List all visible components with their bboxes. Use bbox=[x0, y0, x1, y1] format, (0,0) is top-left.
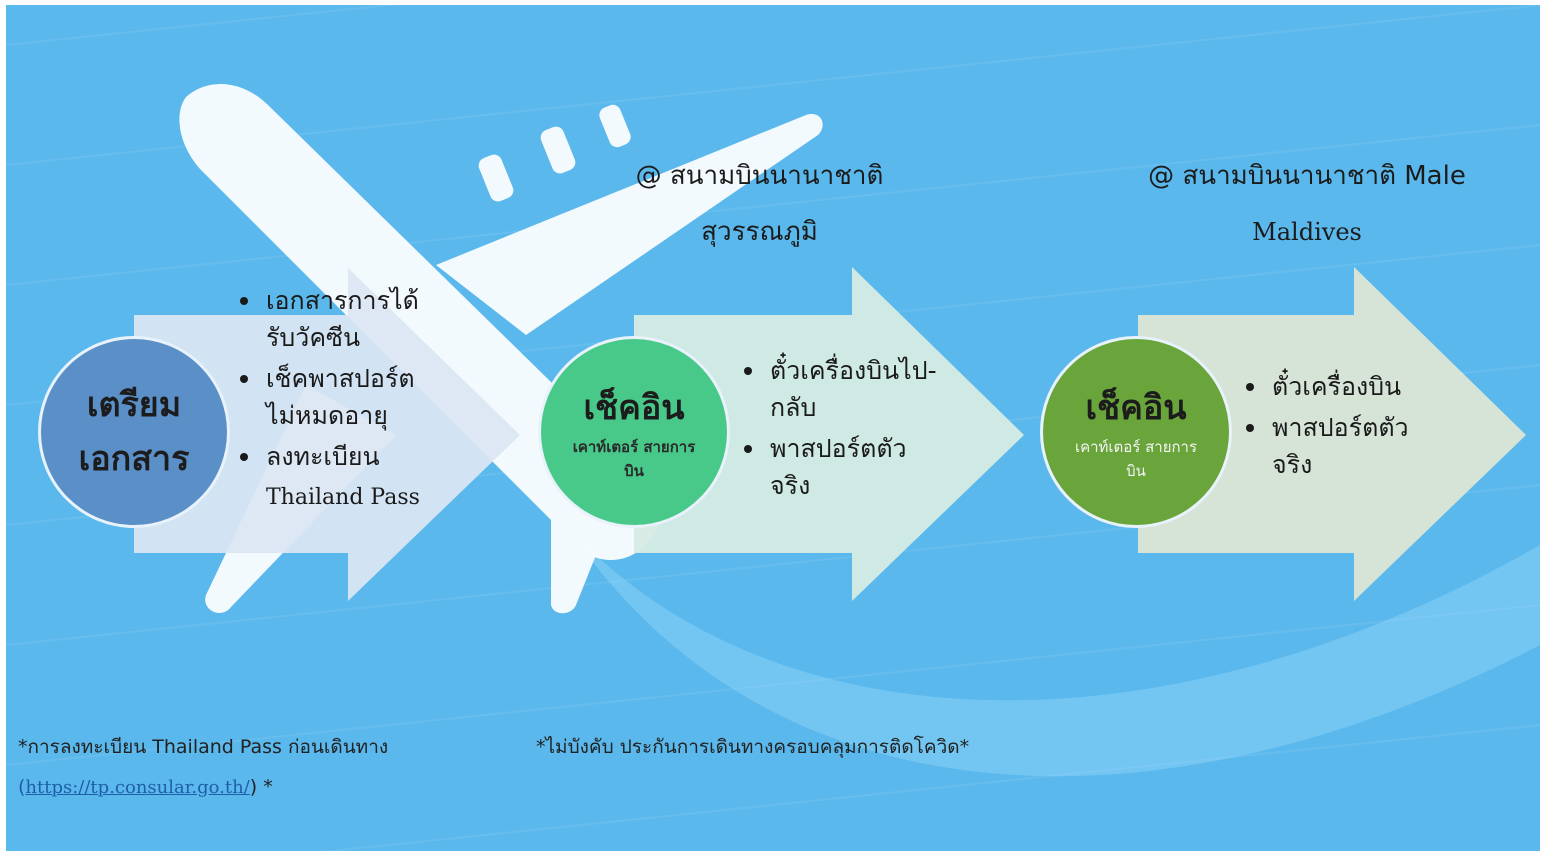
step1-bullet-list: เอกสารการได้รับวัคซีน เช็คพาสปอร์ตไม่หมด… bbox=[236, 282, 436, 520]
heading-bkk-airport: @ สนามบินนานาชาติ สุวรรณภูมิ bbox=[582, 148, 937, 260]
heading-male-line2: Maldives bbox=[1252, 218, 1362, 246]
step1-title-line1: เตรียม bbox=[86, 385, 182, 425]
step3-bullet-ticket: ตั๋วเครื่องบิน bbox=[1242, 368, 1442, 405]
step3-bullet-passport: พาสปอร์ตตัวจริง bbox=[1242, 409, 1442, 483]
heading-male-airport: @ สนามบินนานาชาติ Male Maldives bbox=[1112, 148, 1502, 260]
note-thailand-pass-text: *การลงทะเบียน Thailand Pass ก่อนเดินทาง bbox=[18, 736, 389, 758]
step-circle-checkin-male: เช็คอิน เคาท์เตอร์ สายการบิน bbox=[1040, 336, 1232, 528]
step-arrow-1 bbox=[134, 268, 520, 601]
bullet-dot-icon bbox=[1246, 383, 1254, 391]
step2-subtitle: เคาท์เตอร์ สายการบิน bbox=[572, 438, 696, 480]
step1-title-line2: เอกสาร bbox=[78, 439, 190, 479]
step2-title: เช็คอิน bbox=[583, 388, 685, 428]
bullet-dot-icon bbox=[1246, 424, 1254, 432]
background-art bbox=[6, 5, 1540, 851]
step3-title: เช็คอิน bbox=[1085, 388, 1187, 428]
step1-bullet-vaccine: เอกสารการได้รับวัคซีน bbox=[236, 282, 436, 356]
note-insurance: *ไม่บังคับ ประกันการเดินทางครอบคลุมการติ… bbox=[536, 736, 970, 758]
bullet-dot-icon bbox=[744, 445, 752, 453]
bullet-dot-icon bbox=[240, 297, 248, 305]
note-thailand-pass-link-line: (https://tp.consular.go.th/) * bbox=[18, 776, 273, 798]
slide-background bbox=[6, 5, 1540, 851]
heading-male-line1: @ สนามบินนานาชาติ Male bbox=[1148, 161, 1466, 191]
step-circle-prepare-documents: เตรียม เอกสาร bbox=[38, 336, 230, 528]
heading-bkk-line2: สุวรรณภูมิ bbox=[701, 217, 818, 247]
bullet-dot-icon bbox=[240, 375, 248, 383]
step3-subtitle: เคาท์เตอร์ สายการบิน bbox=[1074, 438, 1198, 480]
heading-bkk-line1: @ สนามบินนานาชาติ bbox=[635, 161, 884, 191]
step2-bullet-ticket: ตั๋วเครื่องบินไป-กลับ bbox=[740, 352, 940, 426]
bullet-dot-icon bbox=[744, 367, 752, 375]
note-thailand-pass: *การลงทะเบียน Thailand Pass ก่อนเดินทาง … bbox=[18, 727, 488, 808]
step-circle-checkin-bkk: เช็คอิน เคาท์เตอร์ สายการบิน bbox=[538, 336, 730, 528]
step2-bullet-list: ตั๋วเครื่องบินไป-กลับ พาสปอร์ตตัวจริง bbox=[740, 352, 940, 508]
thailand-pass-link[interactable]: https://tp.consular.go.th/ bbox=[25, 777, 250, 798]
step2-bullet-passport: พาสปอร์ตตัวจริง bbox=[740, 430, 940, 504]
step-arrow-2 bbox=[634, 267, 1024, 601]
step1-bullet-passport: เช็คพาสปอร์ตไม่หมดอายุ bbox=[236, 360, 436, 434]
step1-bullet-register-sub: Thailand Pass bbox=[266, 485, 420, 510]
step3-bullet-list: ตั๋วเครื่องบิน พาสปอร์ตตัวจริง bbox=[1242, 368, 1442, 487]
step-arrow-3 bbox=[1138, 267, 1526, 601]
bullet-dot-icon bbox=[240, 453, 248, 461]
